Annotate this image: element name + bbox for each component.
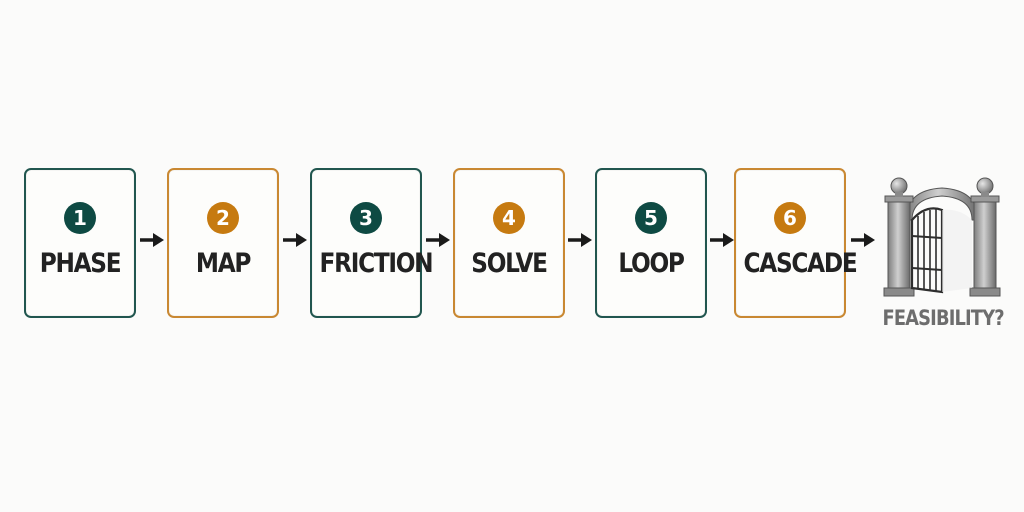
- step-number-badge: 5: [635, 202, 667, 234]
- gate-icon: [883, 177, 1001, 297]
- step-solve: 4 SOLVE: [453, 168, 565, 318]
- step-label: MAP: [195, 248, 252, 279]
- step-number-badge: 2: [207, 202, 239, 234]
- arrow-right-icon: [710, 233, 734, 247]
- arrow-right-icon: [140, 233, 164, 247]
- goal-label: FEASIBILITY?: [882, 306, 1005, 330]
- arrow-right-icon: [426, 233, 450, 247]
- step-map: 2 MAP: [167, 168, 279, 318]
- step-number-badge: 6: [774, 202, 806, 234]
- arrow-right-icon: [568, 233, 592, 247]
- step-label: FRICTION: [319, 248, 434, 279]
- step-number-badge: 3: [350, 202, 382, 234]
- arrow-right-icon: [851, 233, 875, 247]
- step-number-badge: 4: [493, 202, 525, 234]
- arrow-right-icon: [283, 233, 307, 247]
- step-loop: 5 LOOP: [595, 168, 707, 318]
- step-label: SOLVE: [471, 248, 548, 279]
- step-label: CASCADE: [743, 248, 858, 279]
- step-phase: 1 PHASE: [24, 168, 136, 318]
- step-number-badge: 1: [64, 202, 96, 234]
- step-label: LOOP: [618, 248, 685, 279]
- step-cascade: 6 CASCADE: [734, 168, 858, 318]
- step-label: PHASE: [39, 248, 122, 279]
- step-friction: 3 FRICTION: [310, 168, 434, 318]
